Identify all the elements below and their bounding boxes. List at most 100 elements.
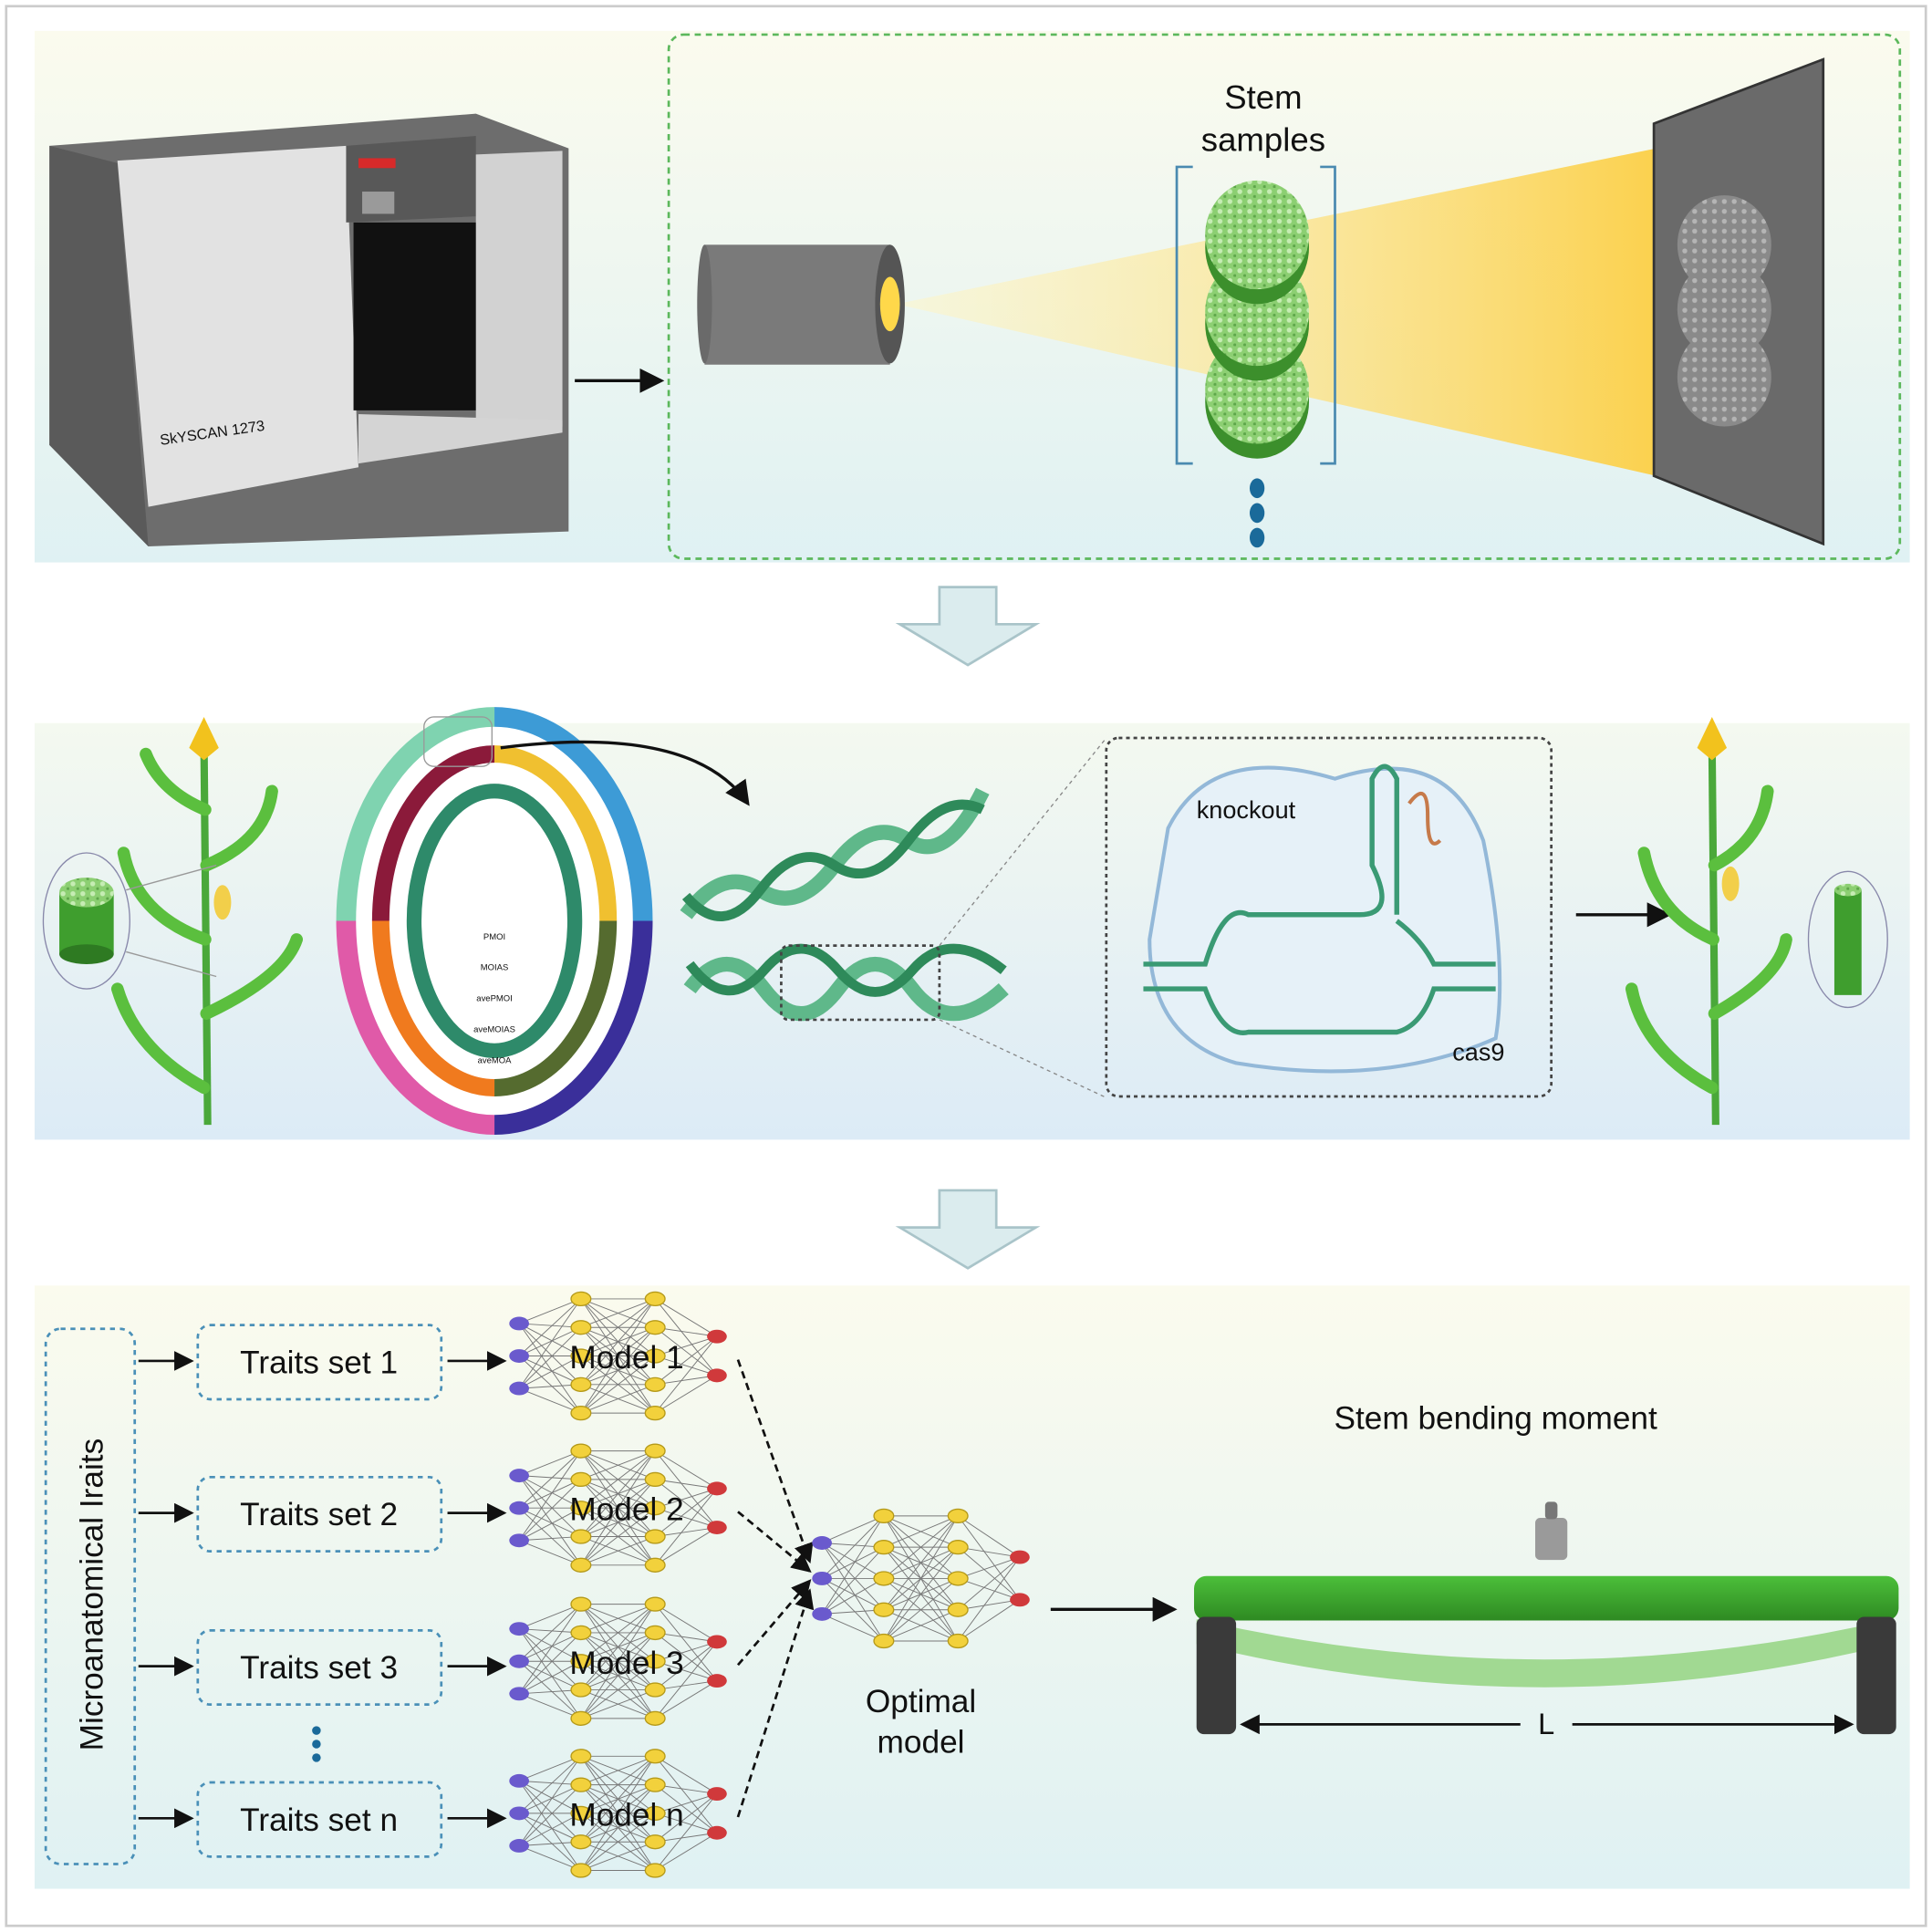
optimal-model-network [812,1508,1030,1649]
hidden-node [644,1529,666,1544]
hidden-node [570,1834,592,1850]
input-node [509,1806,529,1821]
traits-set-box [196,1781,443,1858]
input-node [509,1839,529,1853]
traits-set-label: Traits set 1 [240,1345,398,1381]
output-node [707,1674,727,1688]
output-node [707,1787,727,1802]
hidden-node [644,1376,666,1392]
input-node [509,1469,529,1483]
hidden-node [873,1633,895,1649]
dashed-arrow-to-optimal [736,1588,815,1818]
traits-set-label: Traits set 3 [240,1650,398,1686]
stem-samples-label-line1: Stem [1224,78,1302,116]
hidden-node [570,1777,592,1792]
span-length-label: L [1538,1708,1554,1740]
weight-icon [1535,1501,1568,1561]
bending-moment-title: Stem bending moment [1334,1400,1657,1436]
microanatomical-traits-box [44,1327,137,1865]
panel-modeling: Microanatomical Iraits Traits set 1Trait… [34,1285,1910,1889]
traits-set-box [196,1475,443,1553]
input-node [509,1622,529,1636]
hidden-node [644,1682,666,1698]
hidden-node [947,1633,969,1649]
hidden-node [570,1710,592,1726]
samples-bracket [1175,165,1336,465]
dashed-arrow-to-optimal [736,1359,814,1564]
hidden-node [644,1443,666,1459]
input-node [509,1687,529,1701]
panel-micro-ct: SkYSCAN 1273 Stem samples [34,30,1910,563]
output-node [707,1825,727,1840]
panel-genetics: PMOI MOIAS avePMOI aveMOIAS aveMOA knock… [34,707,1910,1140]
scan-detail-box [667,33,1902,560]
hidden-node [570,1501,592,1516]
hidden-node [644,1805,666,1822]
model-network-4: Model n [509,1749,727,1878]
output-node [707,1635,727,1649]
input-node [509,1501,529,1515]
hidden-node [644,1348,666,1364]
hidden-node [873,1602,895,1617]
crispr-detail-box [1105,736,1553,1098]
detector-screen [1652,57,1825,546]
dashed-arrow-to-optimal [737,1511,812,1574]
circos-label-pmoi: PMOI [483,932,505,942]
circos-label-avepmoi: avePMOI [476,994,512,1004]
hidden-node [570,1654,592,1669]
input-node [812,1536,832,1550]
hidden-node [644,1710,666,1726]
maize-plant-left [42,716,303,1126]
output-node [707,1368,727,1383]
cas9-label: cas9 [1452,1038,1504,1066]
hidden-node [644,1501,666,1516]
output-node [1010,1593,1030,1607]
hidden-node [644,1596,666,1612]
hidden-node [644,1749,666,1764]
hidden-node [644,1654,666,1669]
knockout-label: knockout [1197,795,1296,824]
input-node [812,1571,832,1585]
hidden-node [570,1749,592,1764]
down-arrow-1 [895,586,1041,667]
input-node [509,1316,529,1331]
model-label: Model 3 [569,1646,683,1681]
traits-set-box [196,1324,443,1401]
hidden-node [873,1508,895,1524]
model-label: Model 1 [569,1340,683,1376]
down-arrow-2 [895,1189,1041,1270]
dna-helices [680,787,1009,1022]
hidden-node [570,1863,592,1878]
circos-label-avemoias: aveMOIAS [473,1024,515,1034]
model-label: Model n [569,1797,683,1833]
hidden-node [873,1571,895,1586]
hidden-node [644,1471,666,1488]
hidden-node [570,1291,592,1307]
curved-arrow-to-dna [500,740,750,806]
hidden-node [644,1320,666,1335]
hidden-node [644,1625,666,1641]
cas9-protein [1148,765,1502,1074]
hidden-node [570,1805,592,1822]
model-network-1: Model 1 [509,1291,727,1421]
output-node [1010,1550,1030,1564]
circos-label-avemoa: aveMOA [478,1055,513,1065]
bending-stem-illustration [1194,1575,1899,1735]
dna-zoom-box [780,944,941,1022]
input-node [812,1606,832,1621]
hidden-node [570,1406,592,1421]
traits-set-box [196,1629,443,1707]
skyscan-scanner-illustration: SkYSCAN 1273 [49,113,569,546]
hidden-node [947,1540,969,1555]
hidden-node [644,1406,666,1421]
hidden-node [570,1557,592,1573]
more-samples-dots [1249,478,1265,548]
xray-source-tube [697,244,905,365]
output-node [707,1481,727,1496]
input-node [509,1773,529,1788]
output-node [707,1329,727,1344]
hidden-node [644,1291,666,1307]
hidden-node [947,1508,969,1524]
